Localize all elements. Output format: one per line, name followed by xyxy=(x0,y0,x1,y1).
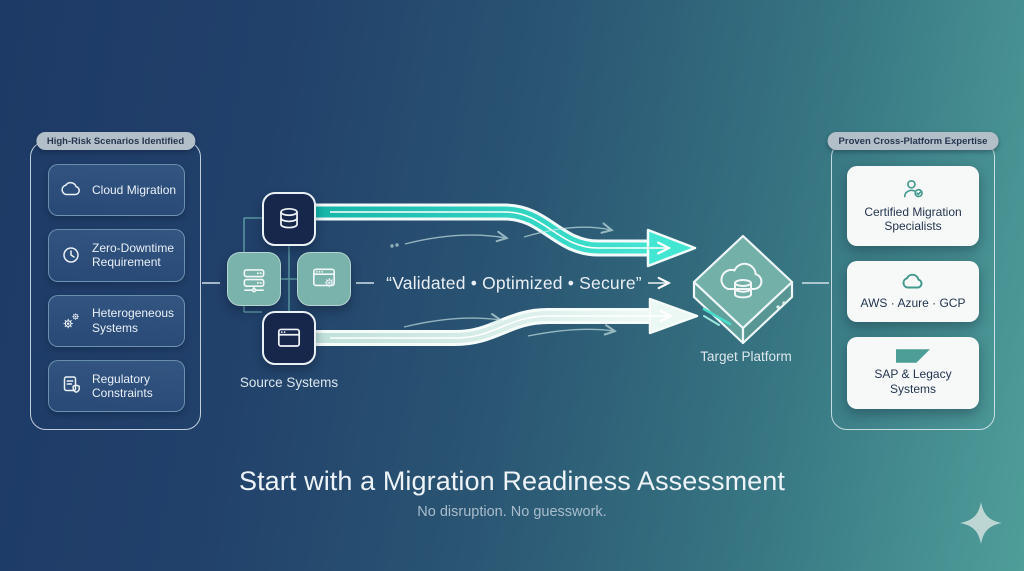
card-label: AWS · Azure · GCP xyxy=(860,296,966,311)
expertise-panel-title: Proven Cross-Platform Expertise xyxy=(827,132,999,150)
target-platform-illustration xyxy=(692,234,794,345)
high-risk-panel: High-Risk Scenarios Identified Cloud Mig… xyxy=(30,132,201,430)
source-systems-label: Source Systems xyxy=(239,375,339,390)
cloud-icon xyxy=(902,273,923,289)
risk-item-label: Heterogeneous Systems xyxy=(92,306,175,335)
subtitle: No disruption. No guesswork. xyxy=(417,504,607,520)
cloud-icon xyxy=(61,182,80,196)
expertise-panel: Proven Cross-Platform Expertise Certifie… xyxy=(827,132,999,430)
target-platform-label: Target Platform xyxy=(700,349,792,364)
document-shield-icon xyxy=(63,376,80,393)
decorative-swoosh-arrows xyxy=(390,227,614,337)
source-node-database xyxy=(262,192,316,246)
sap-trapezoid-icon xyxy=(896,349,930,364)
gears-icon xyxy=(63,312,79,329)
card-sap-legacy: SAP & Legacy Systems xyxy=(847,337,979,409)
source-node-browser xyxy=(262,311,316,365)
risk-item-heterogeneous: Heterogeneous Systems xyxy=(48,294,185,347)
card-certified-specialists: Certified Migration Specialists xyxy=(847,166,979,246)
validated-flow-arrow-bottom xyxy=(308,297,699,346)
clock-icon xyxy=(63,247,79,264)
source-node-app-window xyxy=(297,252,351,306)
footer: Start with a Migration Readiness Assessm… xyxy=(0,466,1024,520)
card-label: Certified Migration Specialists xyxy=(864,204,962,234)
risk-item-label: Zero-Downtime Requirement xyxy=(92,241,175,270)
risk-item-zero-downtime: Zero-Downtime Requirement xyxy=(48,229,185,282)
validated-flow-arrow-top xyxy=(307,203,697,268)
risk-item-label: Cloud Migration xyxy=(92,183,177,198)
cloud-database-icon xyxy=(720,262,763,299)
app-window-gear-icon xyxy=(313,268,335,288)
headline: Start with a Migration Readiness Assessm… xyxy=(238,466,786,496)
source-node-server xyxy=(227,252,281,306)
risk-item-regulatory: Regulatory Constraints xyxy=(48,359,185,412)
expertise-card-list: Certified Migration Specialists AWS · Az… xyxy=(847,166,979,409)
high-risk-list: Cloud Migration Zero-Downtime Requiremen… xyxy=(48,164,185,412)
risk-item-cloud-migration: Cloud Migration xyxy=(48,164,185,217)
browser-window-icon xyxy=(277,328,301,347)
certified-person-icon xyxy=(903,179,923,198)
sparkle-icon xyxy=(960,502,1002,544)
risk-item-label: Regulatory Constraints xyxy=(92,371,153,400)
server-rack-icon xyxy=(243,269,265,293)
database-icon xyxy=(280,207,298,229)
flow-quote: “Validated • Optimized • Secure” xyxy=(386,273,642,293)
card-label: SAP & Legacy Systems xyxy=(874,367,952,397)
platform-dots xyxy=(776,301,786,309)
platform-accent-lines xyxy=(702,307,732,326)
card-cloud-providers: AWS · Azure · GCP xyxy=(847,260,979,323)
high-risk-panel-title: High-Risk Scenarios Identified xyxy=(35,132,196,150)
